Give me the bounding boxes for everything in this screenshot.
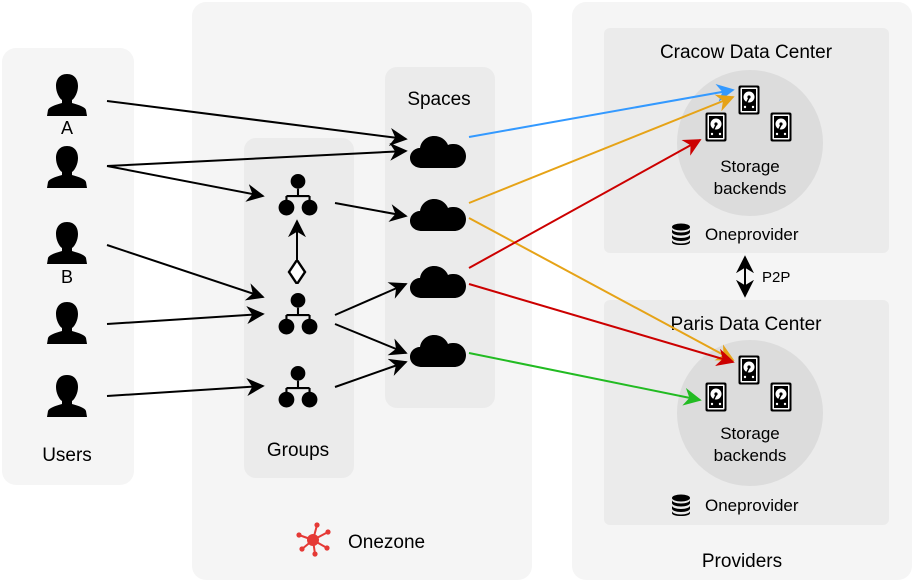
connector-arrow (334, 358, 408, 388)
cracow-storage-label: backends (714, 179, 787, 198)
cracow-storage-circle (677, 70, 823, 216)
providers-title: Providers (702, 551, 782, 572)
connector-arrow (334, 323, 408, 356)
hard-drive-icon (705, 382, 727, 412)
p2p-label: P2P (762, 269, 790, 286)
connector-arrow (106, 306, 265, 325)
connector-arrow (106, 244, 265, 301)
paris-storage-label: backends (714, 446, 787, 465)
hard-drive-icon (738, 85, 760, 115)
paris-oneprovider-label: Oneprovider (705, 496, 799, 515)
paris-title: Paris Data Center (670, 314, 822, 335)
cracow-storage-label: Storage (720, 157, 780, 176)
support-arrow-green (468, 352, 702, 406)
connector-arrow (106, 378, 265, 397)
spaces-title: Spaces (407, 89, 470, 110)
support-arrow-red (468, 283, 735, 367)
support-arrow-blue (468, 83, 735, 138)
cracow-title: Cracow Data Center (660, 42, 833, 63)
user-a-label: A (61, 118, 73, 138)
users-title: Users (42, 445, 92, 466)
connector-arrow (334, 282, 408, 316)
support-arrow-orange (468, 94, 735, 204)
support-arrow-red (468, 139, 702, 269)
hard-drive-icon (705, 112, 727, 142)
connector-arrow (106, 100, 408, 146)
paris-storage-circle (677, 340, 823, 486)
paris-storage-label: Storage (720, 424, 780, 443)
hard-drive-icon (770, 112, 792, 142)
connector-arrow (334, 202, 408, 222)
cracow-oneprovider-label: Oneprovider (705, 225, 799, 244)
groups-title: Groups (267, 440, 329, 461)
onezone-title: Onezone (348, 532, 425, 553)
hard-drive-icon (738, 355, 760, 385)
support-arrow-orange (468, 217, 735, 361)
user-b-label: B (61, 267, 73, 287)
hard-drive-icon (770, 382, 792, 412)
connector-arrow (106, 142, 408, 167)
onezone-logo-icon (296, 522, 331, 557)
users-panel (2, 48, 134, 485)
connector-arrow (106, 165, 265, 202)
